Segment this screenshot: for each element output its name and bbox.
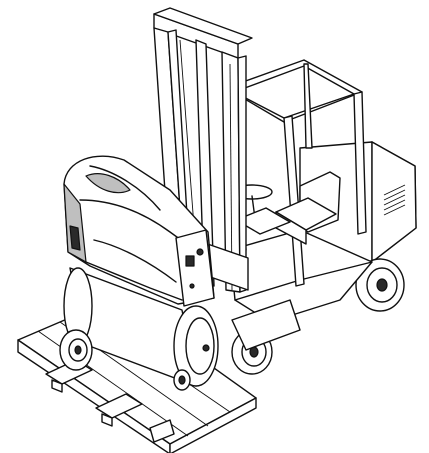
compressor-wheel-left [59,329,93,371]
mast [153,7,253,293]
compressor-housing [63,155,215,307]
operator-seat [275,171,341,245]
front-fender [231,299,301,351]
compressor-wheel-right [173,369,191,391]
air-tank [63,267,219,387]
air-compressor-icon [59,155,219,391]
rear-wheel [355,258,405,312]
forklift-icon [153,7,417,375]
vent-grille [383,184,406,216]
